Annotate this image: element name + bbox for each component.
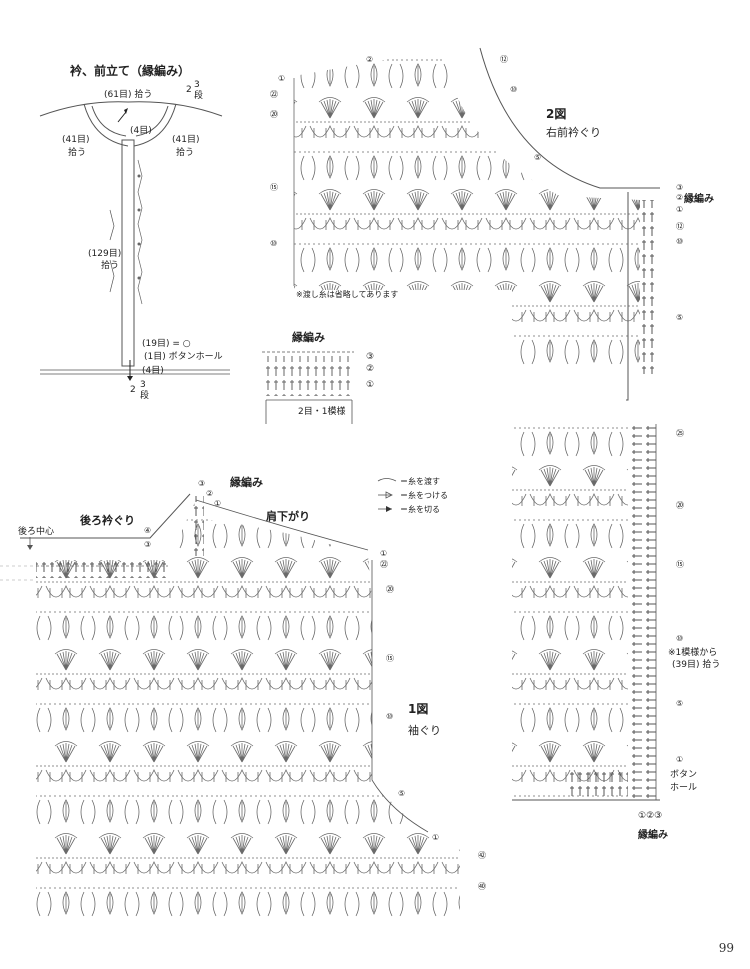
fig1-side-22: ㉒ — [380, 560, 388, 569]
fig2-edge-row-3: ③ — [676, 183, 683, 192]
fig2-marker-10b: ⑩ — [270, 239, 277, 248]
collar-pick-41-left: (41目) — [62, 134, 89, 145]
collar-pick-61: (61目) 拾う — [104, 88, 152, 100]
fig1-neck-row-3: ③ — [144, 540, 151, 549]
fig2-pickup-note-1: ※1模様から — [668, 646, 717, 658]
legend-item-1: ＝糸を渡す — [400, 476, 440, 486]
collar-rows-top-num: 2 — [186, 85, 192, 95]
collar-pick-129-word: 拾う — [101, 259, 119, 271]
fig2-edge-row-5: ⑤ — [676, 313, 683, 322]
fig2-lower-10: ⑩ — [676, 634, 683, 643]
fig2-marker-15: ⑮ — [270, 183, 278, 192]
fig1-edging-row-1: ① — [214, 499, 221, 508]
figure-2-note: ※渡し糸は省略してあります — [296, 289, 398, 299]
collar-pick-41-right: (41目) — [172, 134, 199, 145]
legend-item-2: ＝糸をつける — [400, 490, 448, 500]
fig2-button-hole-1: ボタン — [670, 769, 697, 780]
fig2-marker-22: ㉒ — [270, 90, 278, 99]
fig1-side-5: ⑤ — [398, 789, 405, 798]
edging-sample-repeat: 2目・1模様 — [298, 405, 345, 417]
collar-rows-top-3: 3 — [194, 80, 200, 90]
edging-sample: 縁編み ③ ② ① 2目・1模様 — [262, 330, 374, 424]
fig1-edging-row-2: ② — [206, 489, 213, 498]
collar-pick-4-bottom: (4目) — [142, 365, 164, 376]
figure-1-back-neck-label: 後ろ衿ぐり — [80, 513, 135, 527]
figure-2-subtitle: 右前衿ぐり — [546, 125, 601, 139]
fig1-side-1: ① — [380, 549, 387, 558]
collar-pick-4-top: (4目) — [130, 125, 152, 136]
fig2-pickup-note-2: (39目) 拾う — [672, 658, 720, 670]
collar-pick-word-left: 拾う — [68, 146, 86, 158]
collar-rows-bottom-dan: 段 — [140, 389, 149, 401]
fig2-edge-row-12: ⑫ — [676, 222, 684, 231]
fig1-side-20: ⑳ — [386, 585, 394, 594]
fig2-edge-row-1: ① — [676, 205, 683, 214]
collar-rows-bottom-3: 3 — [140, 380, 146, 390]
fig2-marker-1: ① — [278, 74, 285, 83]
figure-1-back-center: 後ろ中心 — [18, 525, 54, 537]
collar-pick-129: (129目) — [88, 248, 121, 259]
legend: ＝糸を渡す ＝糸をつける ＝糸を切る — [377, 476, 448, 514]
fig2-marker-2: ② — [366, 55, 373, 64]
fig2-edge-row-2: ② — [676, 193, 683, 202]
fig1-side-40: ㊵ — [478, 882, 486, 891]
fig2-marker-20: ⑳ — [270, 110, 278, 119]
collar-rows-bottom-num: 2 — [130, 385, 136, 395]
fig1-side-10: ⑩ — [386, 712, 393, 721]
fig2-bottom-edging: 縁編み — [638, 828, 668, 841]
collar-schematic: 衿、前立て（縁編み） (61目) 拾う 2 3 段 (4目) (41目) 拾う … — [39, 63, 230, 401]
collar-buttonhole-19: (19目) = ○ — [142, 338, 191, 349]
figure-1-title: 1図 — [408, 702, 428, 716]
figure-1: 1図 袖ぐり 縁編み 肩下がり 後ろ衿ぐり 後ろ中心 ③ ② ① ④ ③ ① ㉒… — [0, 475, 486, 918]
collar-title: 衿、前立て（縁編み） — [70, 63, 190, 78]
edging-sample-row-3: ③ — [366, 352, 374, 362]
figure-2: 2図 右前衿ぐり ※渡し糸は省略してあります 縁編み ⑫ ⑩ ⑤ ① ② ⑳ ㉒… — [270, 47, 720, 841]
fig2-bottom-rows: ①②③ — [638, 811, 662, 821]
figure-2-edging-label: 縁編み — [684, 192, 714, 205]
fig2-lower-15: ⑮ — [676, 560, 684, 569]
fig2-marker-12: ⑫ — [500, 55, 508, 64]
figure-1-subtitle: 袖ぐり — [408, 723, 441, 737]
page-number: 99 — [718, 941, 734, 955]
collar-pick-word-right: 拾う — [176, 146, 194, 158]
edging-sample-row-1: ① — [366, 380, 374, 390]
fig1-neck-row-4: ④ — [144, 526, 151, 535]
fig2-marker-5: ⑤ — [534, 153, 541, 162]
collar-buttonhole-1: (1目) ボタンホール — [144, 351, 223, 362]
collar-rows-top-dan: 段 — [194, 89, 203, 101]
fig2-lower-25: ㉕ — [676, 429, 684, 438]
fig2-lower-1: ① — [676, 755, 683, 764]
edging-sample-title: 縁編み — [292, 330, 325, 344]
edging-sample-row-2: ② — [366, 364, 374, 374]
fig2-lower-20: ⑳ — [676, 501, 684, 510]
figure-1-shoulder-label: 肩下がり — [266, 509, 310, 523]
fig1-side-15: ⑮ — [386, 654, 394, 663]
fig2-button-hole-2: ホール — [670, 782, 697, 793]
figure-2-title: 2図 — [546, 107, 566, 121]
fig1-side-42: ㊷ — [478, 851, 486, 860]
fig2-edge-row-10: ⑩ — [676, 237, 683, 246]
figure-1-edging-label: 縁編み — [230, 475, 263, 489]
fig1-edging-row-3: ③ — [198, 479, 205, 488]
legend-item-3: ＝糸を切る — [400, 504, 440, 514]
fig2-lower-5: ⑤ — [676, 699, 683, 708]
fig1-side-1b: ① — [432, 833, 439, 842]
fig2-marker-10: ⑩ — [510, 85, 517, 94]
